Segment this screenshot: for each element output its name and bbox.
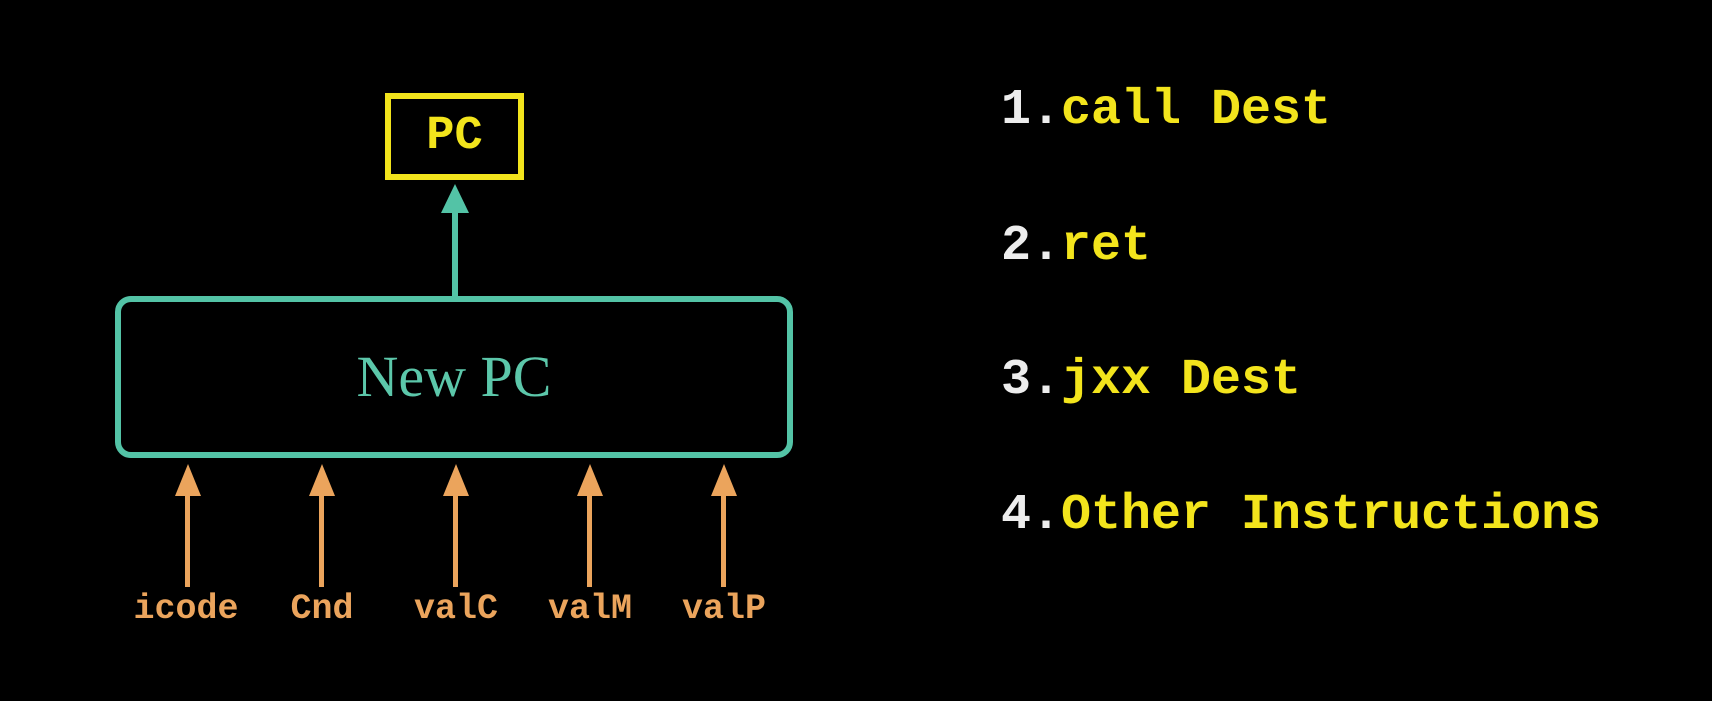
new-pc-block: New PC [115,296,793,458]
arrow-shaft [185,494,190,587]
input-signal-label-valp: valP [681,589,767,629]
list-item-text: jxx Dest [1061,352,1302,409]
arrow-up-head-icon [577,464,603,496]
arrow-up-head-icon [711,464,737,496]
new-pc-block-label: New PC [356,344,552,409]
list-item-number: 2. [1001,218,1062,275]
input-signal-label-icode: icode [133,589,239,629]
list-item-text: Other Instructions [1061,487,1602,544]
arrow-shaft [587,494,592,587]
arrow-shaft [319,494,324,587]
list-item-text: ret [1061,218,1152,275]
list-item: 3.jxx Dest [1001,356,1301,406]
instruction-case-list: 1.call Dest 2.ret 3.jxx Dest 4.Other Ins… [1001,0,1701,701]
input-signal-label-valm: valM [547,589,633,629]
valc-input-arrow-icon [443,464,469,587]
input-signal-label-valc: valC [413,589,499,629]
icode-input-arrow-icon [175,464,201,587]
pc-register-box: PC [385,93,524,180]
valp-input-arrow-icon [711,464,737,587]
pc-register-label: PC [426,110,483,163]
arrow-up-head-icon [309,464,335,496]
newpc-to-pc-arrow-icon [441,184,469,297]
arrow-up-head-icon [175,464,201,496]
arrow-shaft [453,494,458,587]
list-item: 2.ret [1001,222,1151,272]
arrow-shaft [721,494,726,587]
arrow-shaft [452,211,458,297]
list-item-number: 3. [1001,352,1062,409]
valm-input-arrow-icon [577,464,603,587]
input-signal-label-cnd: Cnd [290,589,354,629]
list-item-number: 1. [1001,82,1062,139]
cnd-input-arrow-icon [309,464,335,587]
list-item-text: call Dest [1061,82,1332,139]
list-item-number: 4. [1001,487,1062,544]
list-item: 1.call Dest [1001,86,1331,136]
arrow-up-head-icon [443,464,469,496]
list-item: 4.Other Instructions [1001,491,1601,541]
arrow-up-head-icon [441,184,469,213]
